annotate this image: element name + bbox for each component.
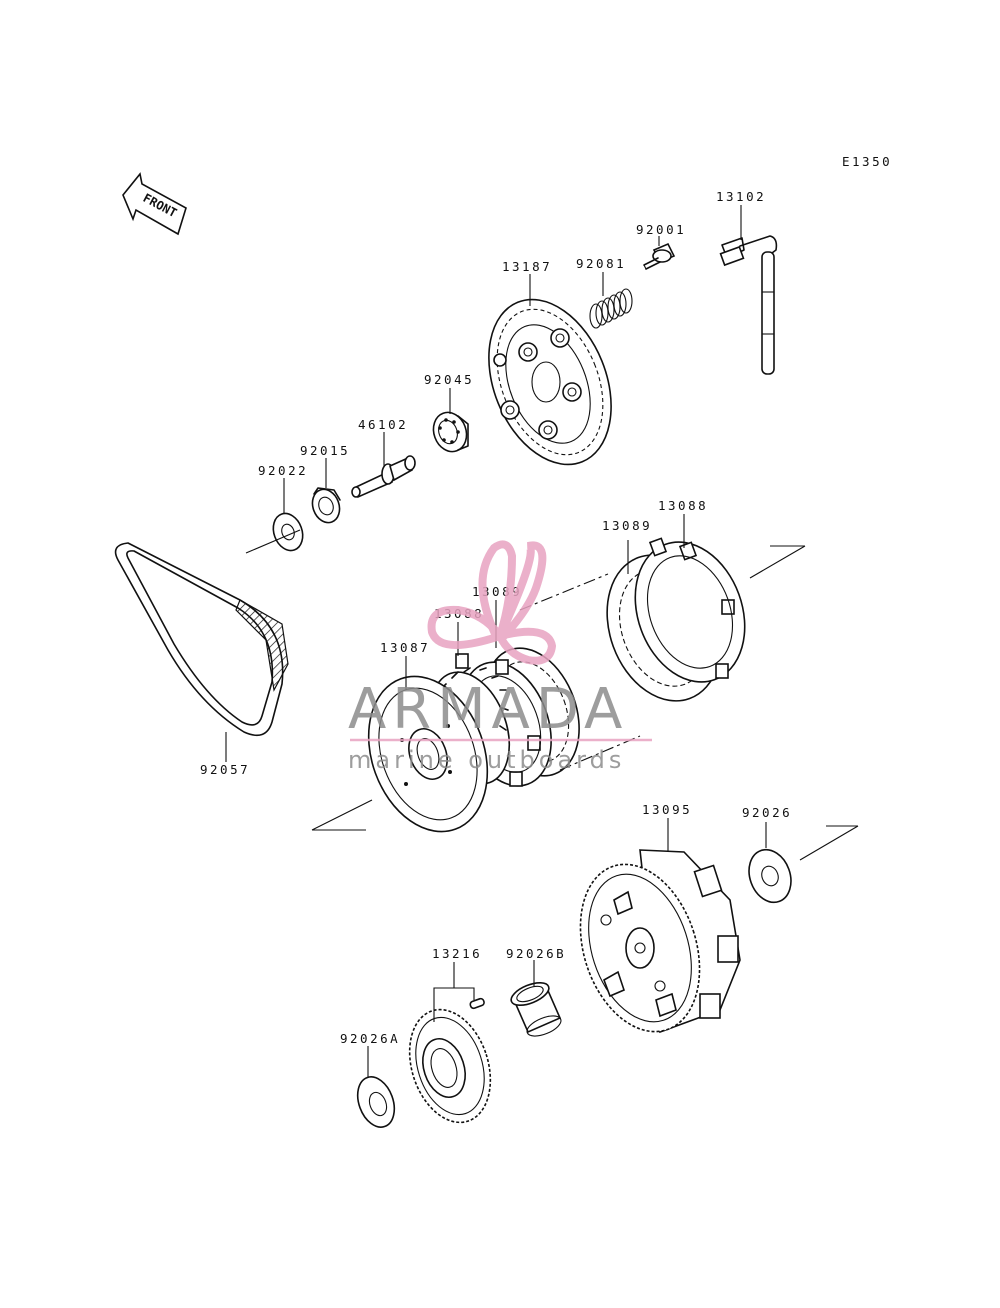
part-label-13087: 13087 <box>380 640 430 655</box>
part-label-92001: 92001 <box>636 222 686 237</box>
part-92026-washer <box>748 848 792 904</box>
part-label-92022: 92022 <box>258 463 308 478</box>
part-label-13088-upper: 13088 <box>658 498 708 513</box>
front-arrow-icon: FRONT <box>122 172 187 236</box>
part-13087-clutch-hub <box>367 667 511 833</box>
part-92001-bolt <box>643 242 676 270</box>
watermark-tagline: marine outboards <box>348 746 625 774</box>
diagram-code: E1350 <box>842 154 892 169</box>
part-46102-pushrod <box>351 455 416 499</box>
part-13216-gear <box>408 1008 492 1124</box>
part-label-92026A: 92026A <box>340 1031 400 1046</box>
part-label-92026: 92026 <box>742 805 792 820</box>
part-92026B-sleeve <box>510 981 562 1037</box>
part-13102-release-lever <box>719 235 778 375</box>
armada-logo-icon <box>427 540 557 665</box>
part-label-92015: 92015 <box>300 443 350 458</box>
part-label-92057: 92057 <box>200 762 250 777</box>
part-label-92026B: 92026B <box>506 946 566 961</box>
part-label-13089-upper: 13089 <box>602 518 652 533</box>
part-13095-clutch-housing <box>579 849 741 1034</box>
part-92015-nut <box>311 487 341 524</box>
part-92026A-washer <box>356 1076 396 1128</box>
part-label-13102: 13102 <box>716 189 766 204</box>
part-13187-pressure-plate <box>488 298 612 466</box>
armada-watermark: ARMADA marine outboards <box>348 540 652 774</box>
part-92045-bearing <box>432 411 469 453</box>
part-label-13095: 13095 <box>642 802 692 817</box>
part-13216-pin <box>469 997 485 1010</box>
part-label-46102: 46102 <box>358 417 408 432</box>
part-92022-washer <box>272 512 304 552</box>
part-label-13187: 13187 <box>502 259 552 274</box>
part-13088-friction-plate-right <box>634 537 746 683</box>
part-92081-spring <box>589 288 633 329</box>
part-92057-belt <box>114 542 289 737</box>
part-label-92045: 92045 <box>424 372 474 387</box>
part-label-92081: 92081 <box>576 256 626 271</box>
part-label-13216: 13216 <box>432 946 482 961</box>
watermark-brand: ARMADA <box>348 677 628 742</box>
